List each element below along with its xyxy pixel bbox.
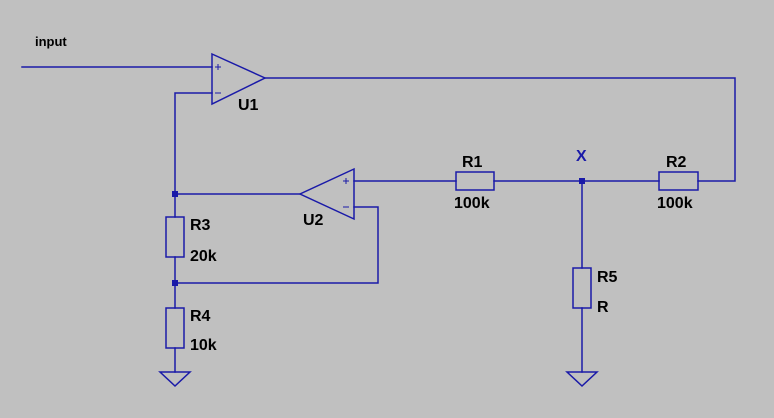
resistor-r2[interactable] <box>658 171 699 191</box>
resistor-r1-value: 100k <box>454 195 490 212</box>
wire-u1-minus <box>174 92 213 195</box>
ground-left <box>158 371 192 388</box>
junction-u2-output <box>172 191 178 197</box>
opamp-u2-ref: U2 <box>303 212 324 229</box>
resistor-r1[interactable] <box>455 171 495 191</box>
wire-u1-output <box>264 77 736 182</box>
junction-r3-r4 <box>172 280 178 286</box>
junction-x <box>579 178 585 184</box>
resistor-r4[interactable] <box>165 307 185 349</box>
opamp-u2-body <box>298 167 355 221</box>
resistor-r2-ref: R2 <box>666 154 687 171</box>
resistor-r4-value: 10k <box>190 337 217 354</box>
net-label-x: X <box>576 148 587 165</box>
opamp-u1-ref: U1 <box>238 97 259 114</box>
opamp-u1-plus-sign <box>215 64 221 70</box>
opamp-u1[interactable] <box>211 52 267 106</box>
input-label: input <box>35 34 67 49</box>
resistor-r1-ref: R1 <box>462 154 483 171</box>
resistor-r3[interactable] <box>165 216 185 258</box>
opamp-u2-plus-sign <box>343 178 349 184</box>
ground-right <box>565 371 599 388</box>
resistor-r3-value: 20k <box>190 248 217 265</box>
resistor-r5-value: R <box>597 299 609 316</box>
opamp-u1-body <box>211 52 267 106</box>
resistor-r2-value: 100k <box>657 195 693 212</box>
resistor-r4-ref: R4 <box>190 308 211 325</box>
resistor-r5-ref: R5 <box>597 269 618 286</box>
resistor-r5[interactable] <box>572 267 592 309</box>
resistor-r3-ref: R3 <box>190 217 211 234</box>
opamp-u2[interactable] <box>298 167 355 221</box>
wire-u2-minus <box>174 206 379 284</box>
wires <box>21 66 736 373</box>
